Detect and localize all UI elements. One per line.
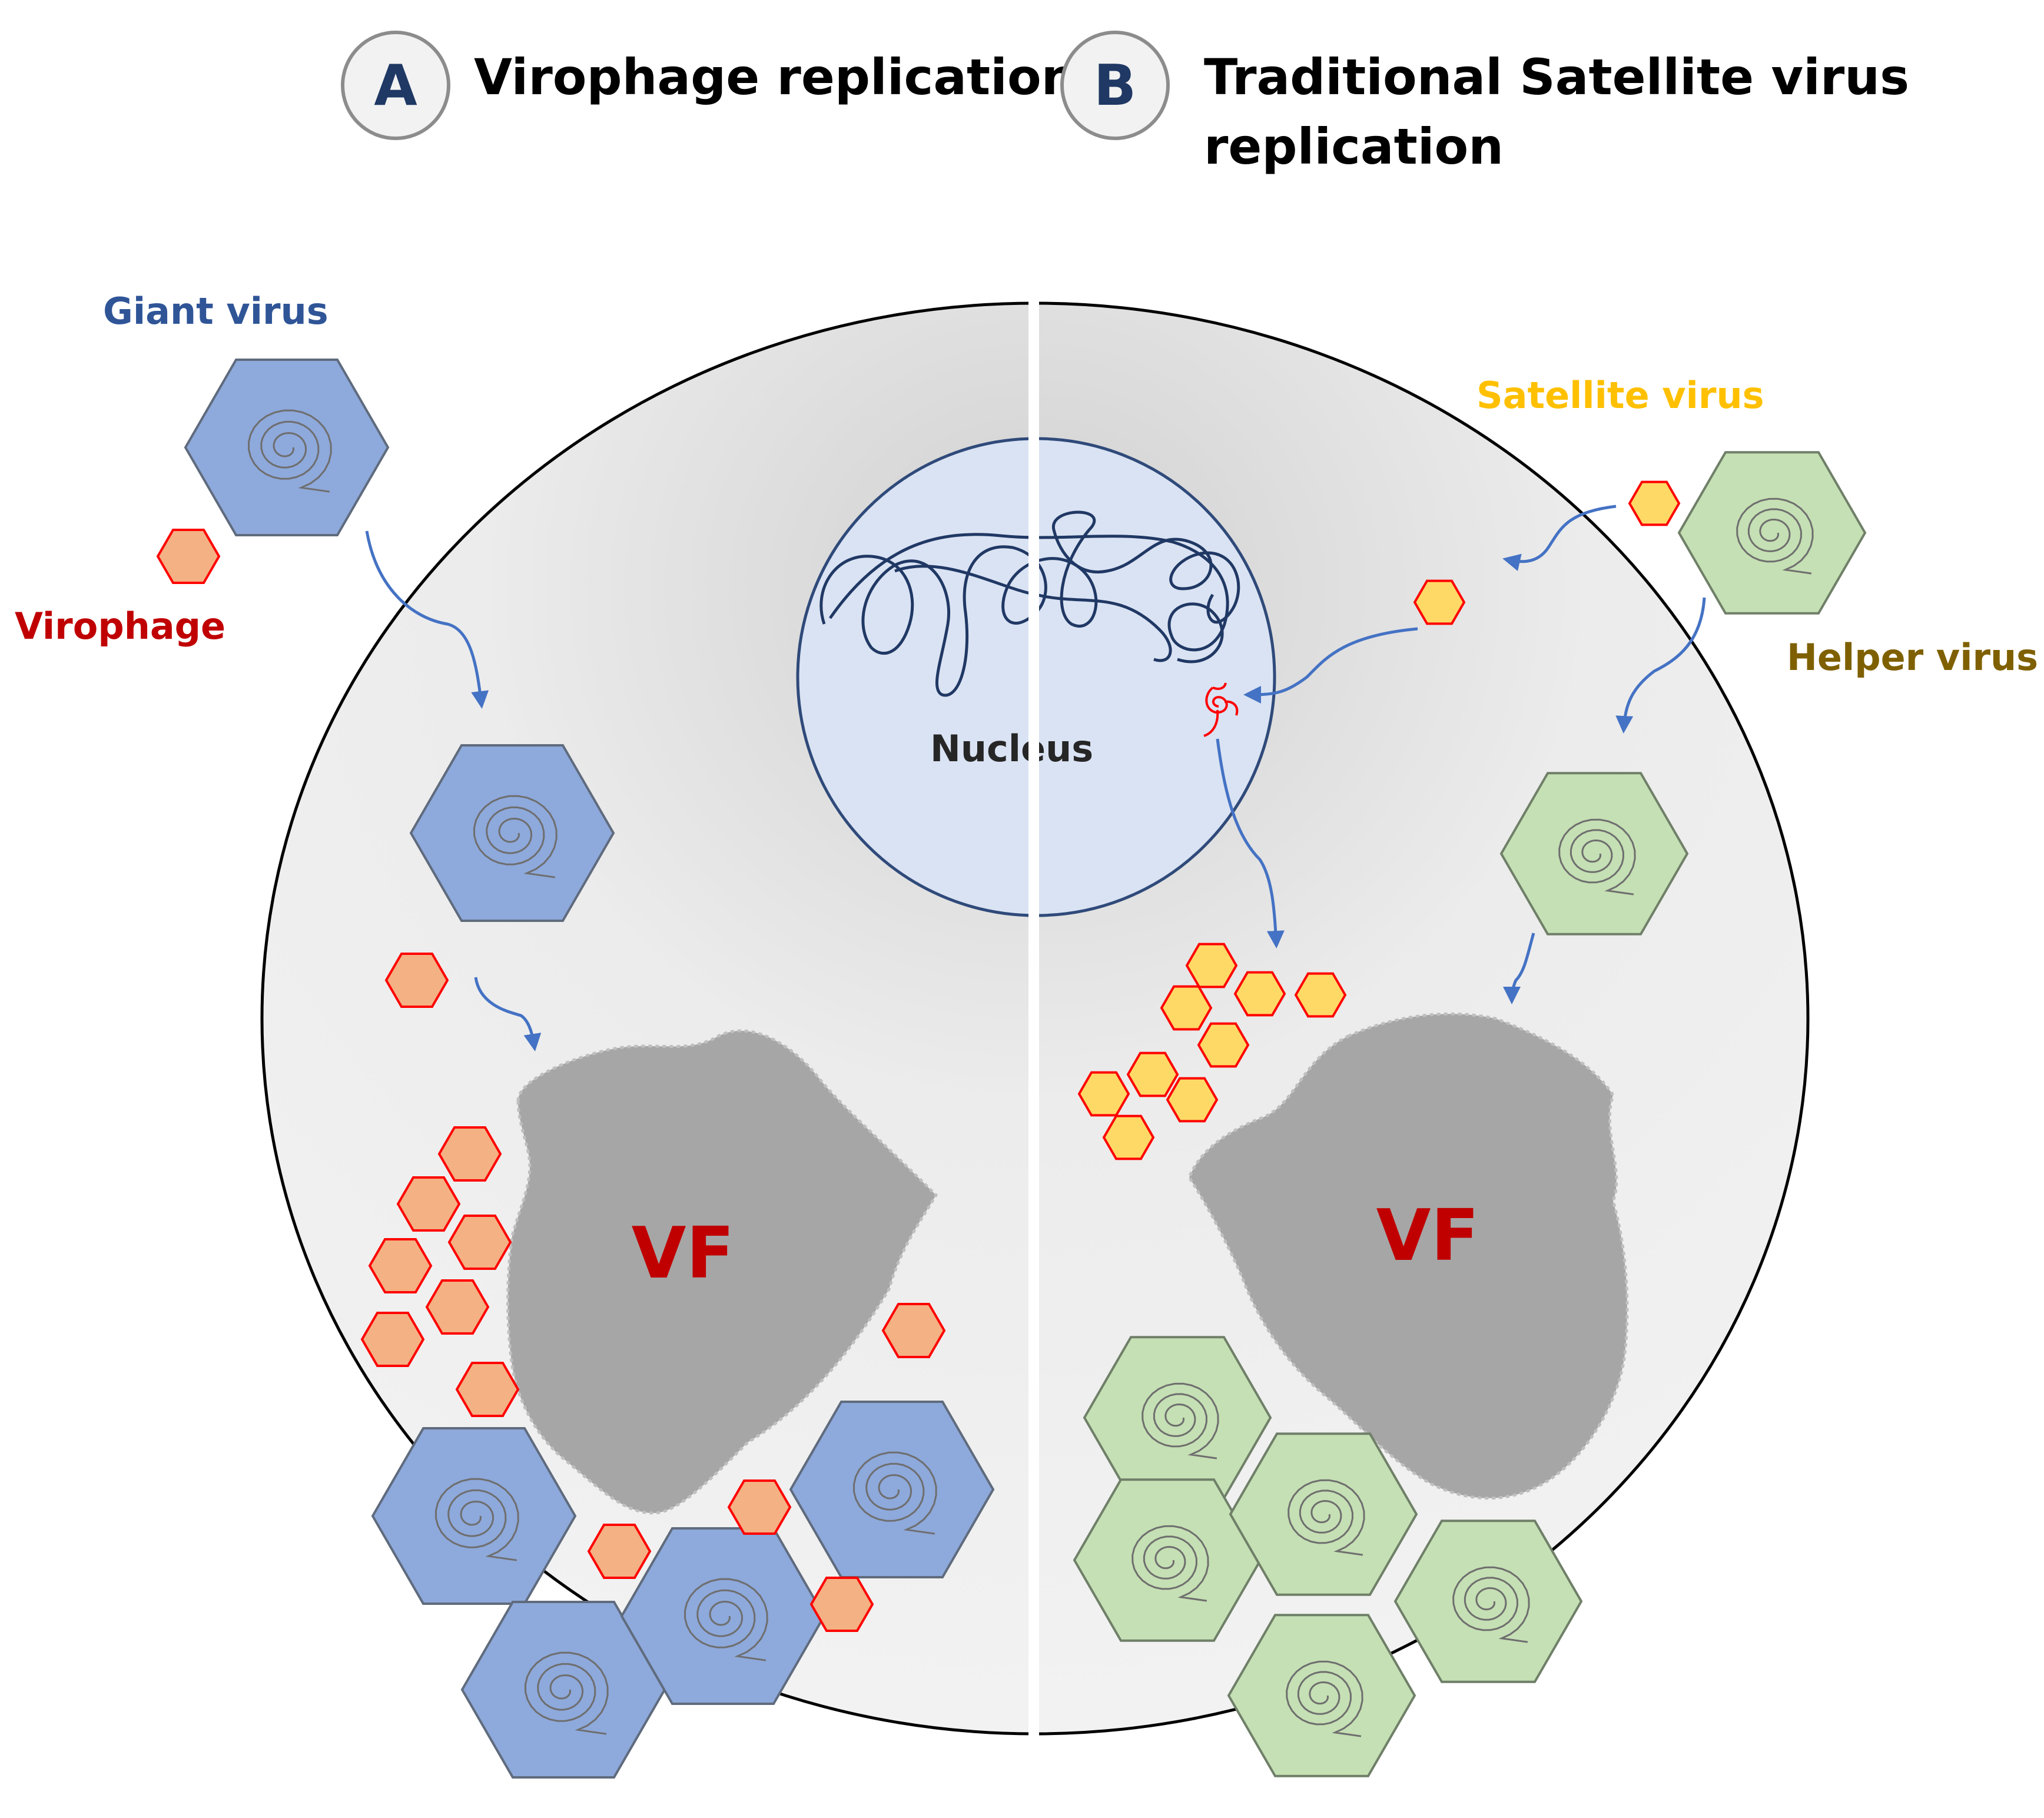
giant-virus-genome (434, 1478, 519, 1561)
satellite-genome (1203, 682, 1239, 737)
helper-virus (1499, 772, 1689, 935)
giant-virus-label: Giant virus (103, 290, 328, 333)
virophage (368, 1238, 433, 1293)
satellite-virus (1413, 579, 1466, 625)
helper-virus-capsid (1499, 772, 1689, 935)
arrow-helper-to-vf (1503, 933, 1535, 1004)
virophage (809, 1577, 874, 1632)
satellite-viruses (1077, 480, 1681, 1160)
arrow-giant-entry (365, 530, 489, 709)
helper-virus-capsid (1393, 1520, 1583, 1683)
virophages (156, 529, 946, 1632)
helper-virus (1393, 1520, 1583, 1683)
virophage (455, 1362, 520, 1417)
giant-virus-genome (524, 1651, 609, 1735)
giant-virus (460, 1601, 666, 1779)
chromatin-strand (828, 533, 1229, 663)
helper-virus (1227, 1614, 1416, 1777)
satellite-virus (1294, 972, 1347, 1018)
vf-left-label: VF (632, 1213, 735, 1295)
giant-virus-genome (683, 1578, 768, 1661)
satellite-virus (1160, 985, 1213, 1031)
panel-a-badge (341, 31, 450, 140)
helper-virus-genome (1452, 1566, 1530, 1643)
virophage-label: Virophage (15, 605, 225, 648)
helper-virus-capsid (1227, 1614, 1416, 1777)
panel-b-title-line1: Traditional Satellite virus (1204, 48, 1909, 106)
helper-virus-genome (1286, 1660, 1363, 1737)
panel-b-title-line2: replication (1204, 118, 1504, 175)
virophage (360, 1312, 425, 1367)
helper-virus-genome (1288, 1479, 1365, 1556)
giant-viruses (184, 359, 995, 1779)
viral-factory-left (506, 1029, 938, 1515)
giant-virus-genome (473, 795, 558, 878)
panel-a-header: A Virophage replication (341, 31, 1076, 140)
arrow-satellite-to-nucleus (1243, 627, 1418, 704)
arrow-satellite-entry (1502, 505, 1617, 571)
chromatin-strand-2 (894, 565, 1172, 662)
helper-virus-capsid (1229, 1432, 1418, 1596)
satellite-virus (1197, 1022, 1250, 1068)
panel-b-badge (1060, 31, 1170, 140)
viral-factory-right (1187, 1012, 1629, 1500)
satellite-virus (1185, 943, 1238, 988)
satellite-virus (1102, 1114, 1155, 1160)
helper-virus-genome (1132, 1525, 1209, 1602)
giant-virus-capsid (460, 1601, 666, 1779)
panel-a-letter: A (374, 54, 417, 118)
satellite-virus (1233, 971, 1286, 1017)
virophage (396, 1176, 461, 1232)
virophage (587, 1524, 652, 1579)
arrows (365, 505, 1706, 1051)
arrow-virophage-to-vf (474, 977, 542, 1051)
helper-virus (1677, 451, 1867, 615)
helper-virus-genome (1558, 818, 1636, 895)
giant-virus-capsid (789, 1401, 995, 1578)
giant-virus (409, 744, 615, 922)
helper-virus-genome (1736, 497, 1814, 575)
virophage (156, 529, 221, 584)
helper-virus-label: Helper virus (1787, 636, 2038, 679)
vf-right-label: VF (1376, 1195, 1479, 1277)
virophage (727, 1479, 792, 1535)
helper-virus (1073, 1478, 1262, 1642)
satellite-virus (1077, 1071, 1130, 1117)
giant-virus-capsid (184, 359, 390, 536)
giant-virus (184, 359, 390, 536)
helper-virus-capsid (1073, 1478, 1262, 1642)
virophage (437, 1126, 502, 1182)
satellite-virus (1166, 1077, 1219, 1123)
nucleus-label: Nucleus (930, 727, 1093, 770)
arrow-helper-entry (1615, 597, 1706, 734)
panel-divider (1028, 297, 1039, 1754)
satellite-virus-label: Satellite virus (1476, 374, 1764, 417)
satellite-virus (1628, 480, 1681, 526)
virophage (881, 1303, 946, 1358)
panel-a-title: Virophage replication (474, 48, 1076, 106)
virophage (447, 1215, 512, 1270)
satellite-virus (1126, 1051, 1179, 1097)
helper-virus (1229, 1432, 1418, 1596)
panel-b-header: B Traditional Satellite virus replicatio… (1060, 31, 1909, 175)
giant-virus-genome (247, 409, 332, 493)
giant-virus-capsid (409, 744, 615, 922)
arrow-genome-to-assembly (1216, 738, 1285, 948)
helper-virus-genome (1142, 1382, 1219, 1459)
panel-b-letter: B (1094, 54, 1136, 118)
virophage (425, 1279, 490, 1335)
chromatin (819, 510, 1240, 697)
giant-virus-genome (852, 1451, 937, 1535)
helper-virus-capsid (1677, 451, 1867, 615)
giant-virus (789, 1401, 995, 1578)
helper-viruses (1073, 451, 1867, 1777)
virophage (384, 953, 449, 1008)
